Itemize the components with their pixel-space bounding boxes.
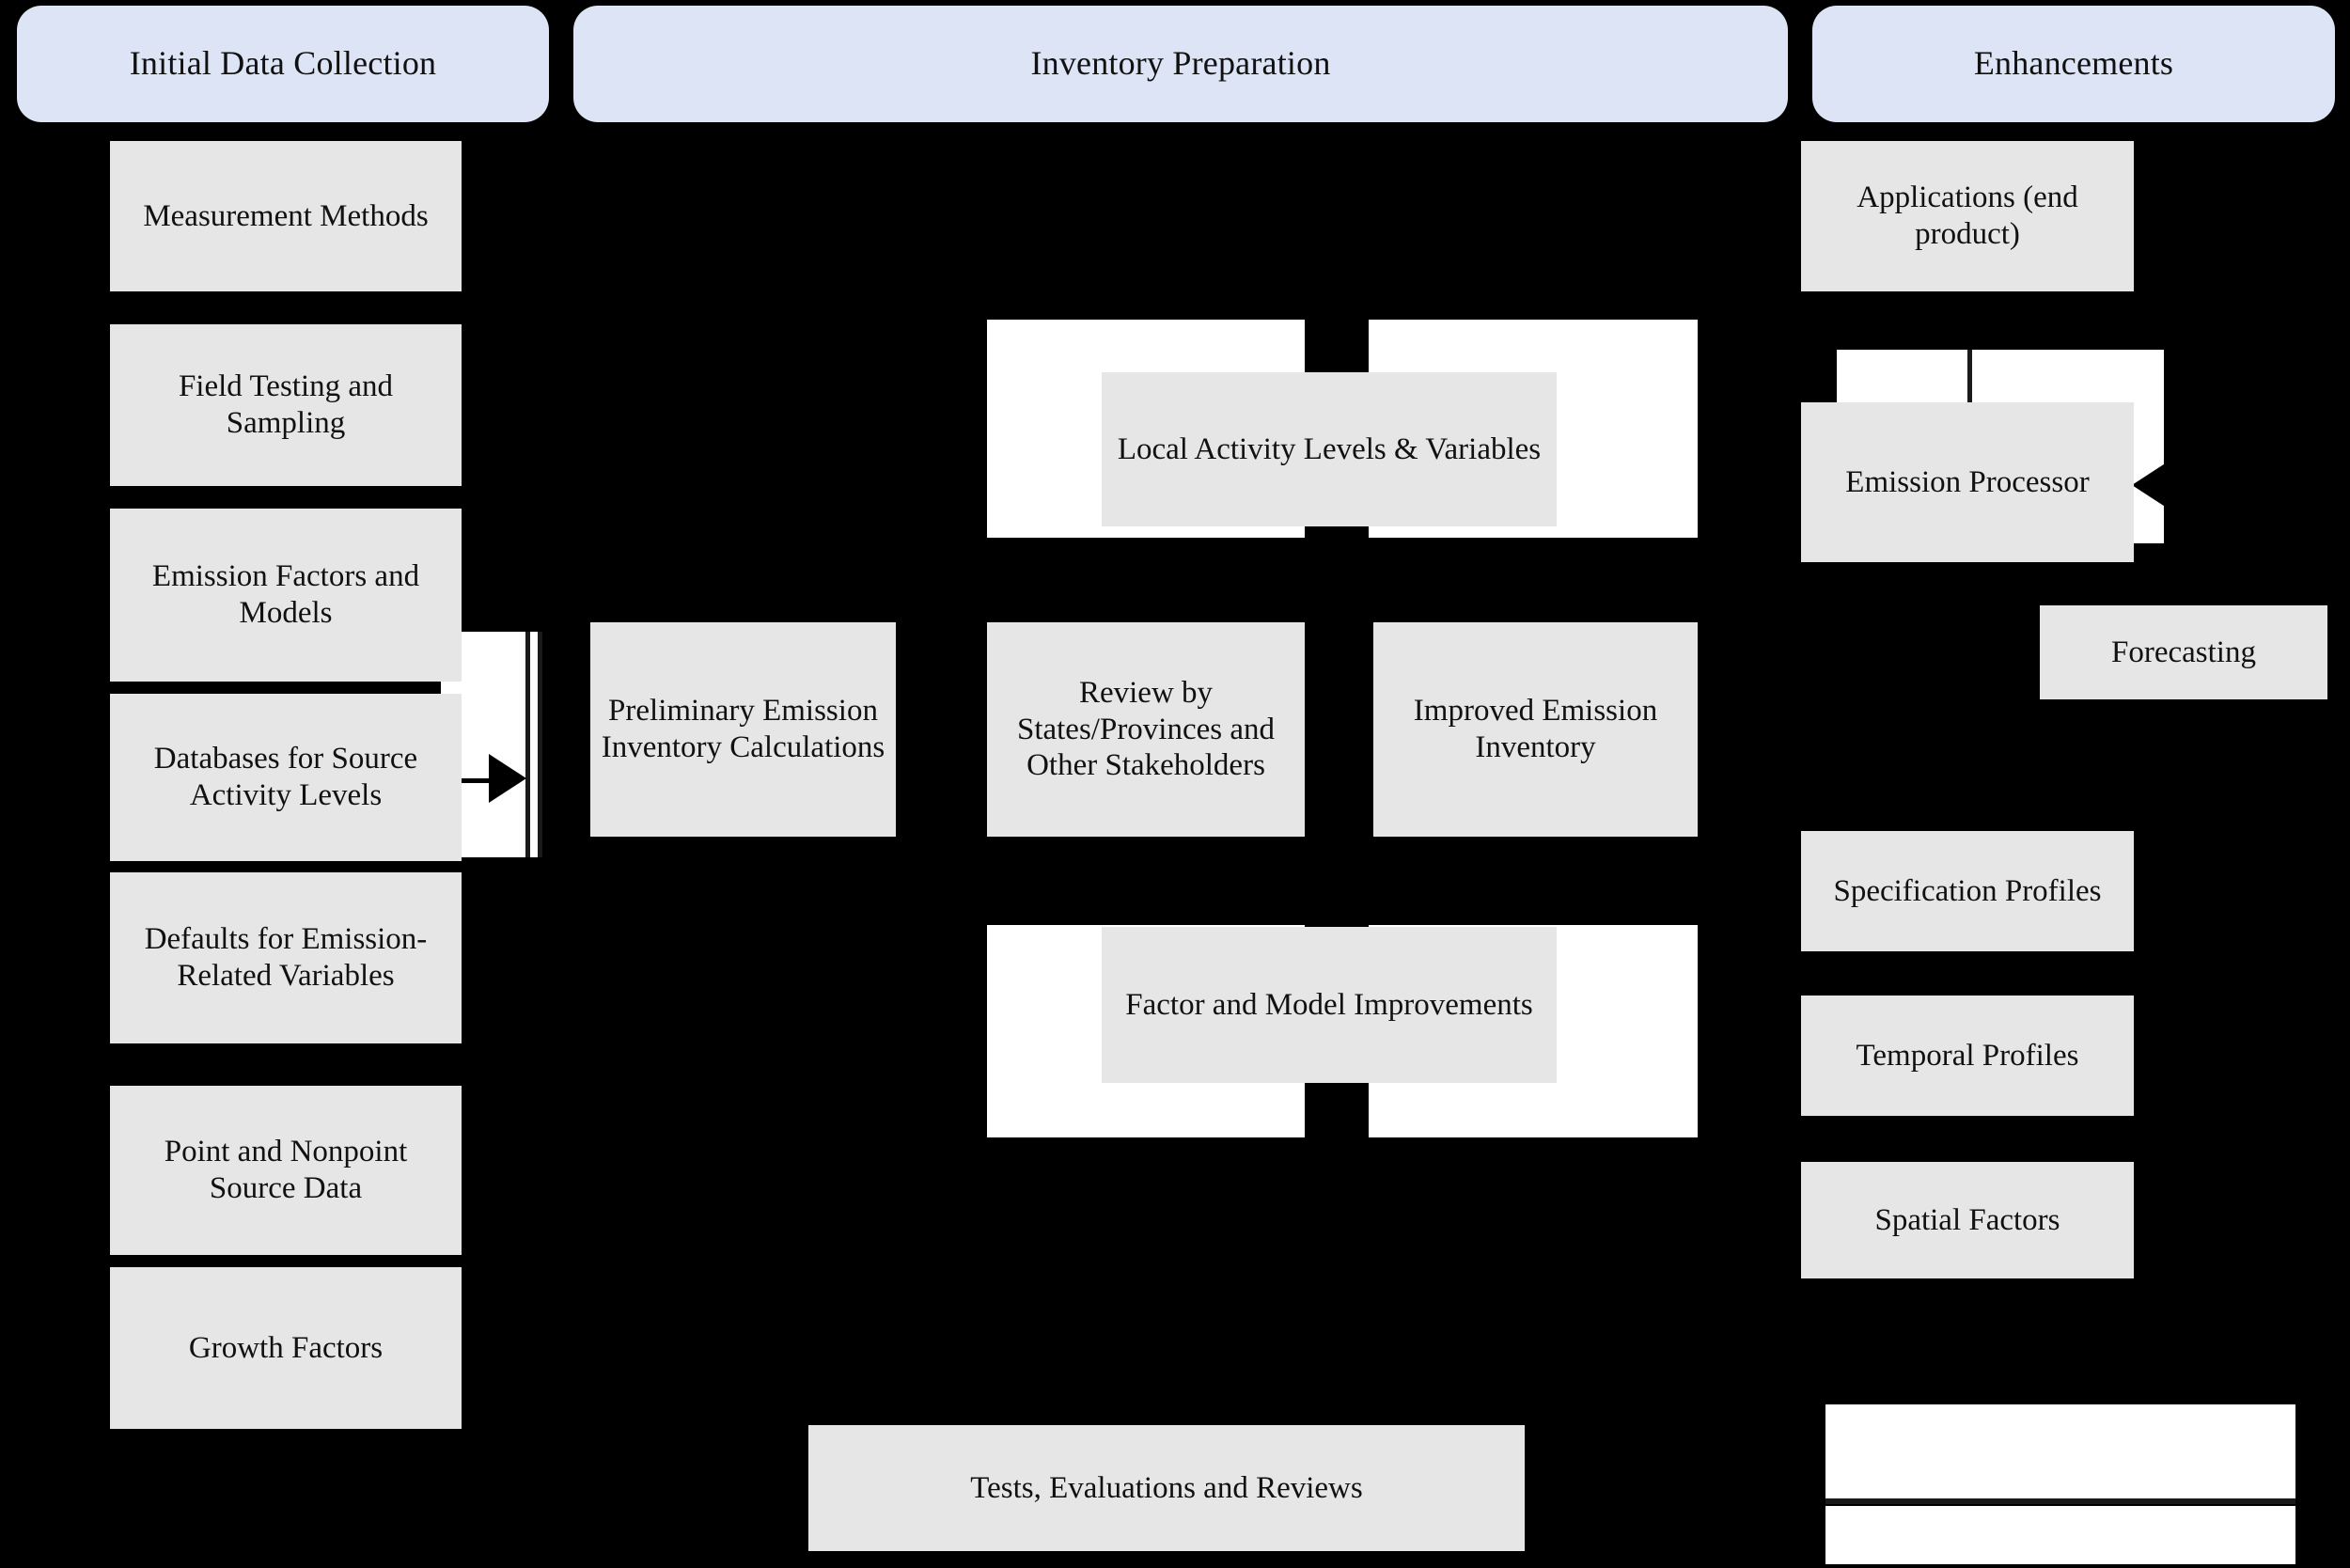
column-header-label: Initial Data Collection: [129, 44, 437, 83]
bracket-rule-right: [1967, 350, 1972, 449]
arrow-left-icon: [2132, 461, 2170, 510]
node-field-testing-and-sampling[interactable]: Field Testing and Sampling: [110, 324, 462, 486]
node-label: Emission Factors and Models: [151, 559, 420, 630]
column-header-enhancements: Enhancements: [1812, 6, 2335, 122]
node-emission-factors-and-models[interactable]: Emission Factors and Models: [110, 509, 462, 682]
node-local-activity-levels-and-variables[interactable]: Local Activity Levels & Variables: [1102, 372, 1557, 526]
node-growth-factors[interactable]: Growth Factors: [110, 1267, 462, 1429]
node-applications-end-product[interactable]: Applications (end product): [1801, 141, 2134, 291]
node-label: Point and Nonpoint Source Data: [164, 1135, 408, 1205]
node-specification-profiles[interactable]: Specification Profiles: [1801, 831, 2134, 951]
node-label: Spatial Factors: [1874, 1202, 2060, 1237]
node-preliminary-emission-inventory-calculations[interactable]: Preliminary Emission Inventory Calculati…: [590, 622, 896, 837]
arrow-right-icon: [489, 754, 526, 803]
note-plate-upper: [1825, 1404, 2295, 1500]
node-label: Emission Processor: [1845, 464, 2090, 499]
node-databases-for-source-activity-levels[interactable]: Databases for Source Activity Levels: [110, 694, 462, 861]
note-plate-lower: [1825, 1506, 2295, 1564]
node-label: Temporal Profiles: [1856, 1038, 2079, 1073]
node-label: Measurement Methods: [143, 198, 429, 233]
node-temporal-profiles[interactable]: Temporal Profiles: [1801, 996, 2134, 1116]
node-label: Review by States/Provinces and Other Sta…: [1016, 675, 1276, 783]
node-label: Forecasting: [2111, 635, 2256, 669]
note-divider-rule: [1825, 1498, 2295, 1504]
node-label: Growth Factors: [188, 1330, 384, 1365]
node-measurement-methods[interactable]: Measurement Methods: [110, 141, 462, 291]
node-forecasting[interactable]: Forecasting: [2040, 605, 2327, 699]
node-label: Applications (end product): [1856, 180, 2078, 251]
node-label: Defaults for Emission-Related Variables: [144, 922, 428, 993]
column-header-label: Inventory Preparation: [1030, 44, 1331, 83]
node-label: Local Activity Levels & Variables: [1117, 431, 1542, 466]
node-spatial-factors[interactable]: Spatial Factors: [1801, 1162, 2134, 1278]
node-factor-and-model-improvements[interactable]: Factor and Model Improvements: [1102, 927, 1557, 1083]
node-label: Field Testing and Sampling: [178, 369, 394, 440]
node-label: Specification Profiles: [1833, 873, 2102, 908]
node-improved-emission-inventory[interactable]: Improved Emission Inventory: [1373, 622, 1698, 837]
bracket-rule-left-outer: [538, 632, 542, 857]
node-point-and-nonpoint-source-data[interactable]: Point and Nonpoint Source Data: [110, 1086, 462, 1255]
node-label: Factor and Model Improvements: [1125, 987, 1533, 1022]
bracket-rule-left-inner: [525, 632, 530, 857]
column-header-initial-data-collection: Initial Data Collection: [17, 6, 549, 122]
node-label: Databases for Source Activity Levels: [153, 742, 418, 812]
node-tests-evaluations-and-reviews[interactable]: Tests, Evaluations and Reviews: [808, 1425, 1525, 1551]
column-header-inventory-preparation: Inventory Preparation: [573, 6, 1788, 122]
node-label: Preliminary Emission Inventory Calculati…: [601, 694, 885, 764]
column-header-label: Enhancements: [1973, 44, 2174, 83]
node-label: Tests, Evaluations and Reviews: [970, 1470, 1363, 1505]
node-label: Improved Emission Inventory: [1413, 694, 1658, 764]
node-review-by-states-provinces[interactable]: Review by States/Provinces and Other Sta…: [987, 622, 1305, 837]
node-defaults-for-emission-related-variables[interactable]: Defaults for Emission-Related Variables: [110, 872, 462, 1043]
node-emission-processor[interactable]: Emission Processor: [1801, 402, 2134, 562]
